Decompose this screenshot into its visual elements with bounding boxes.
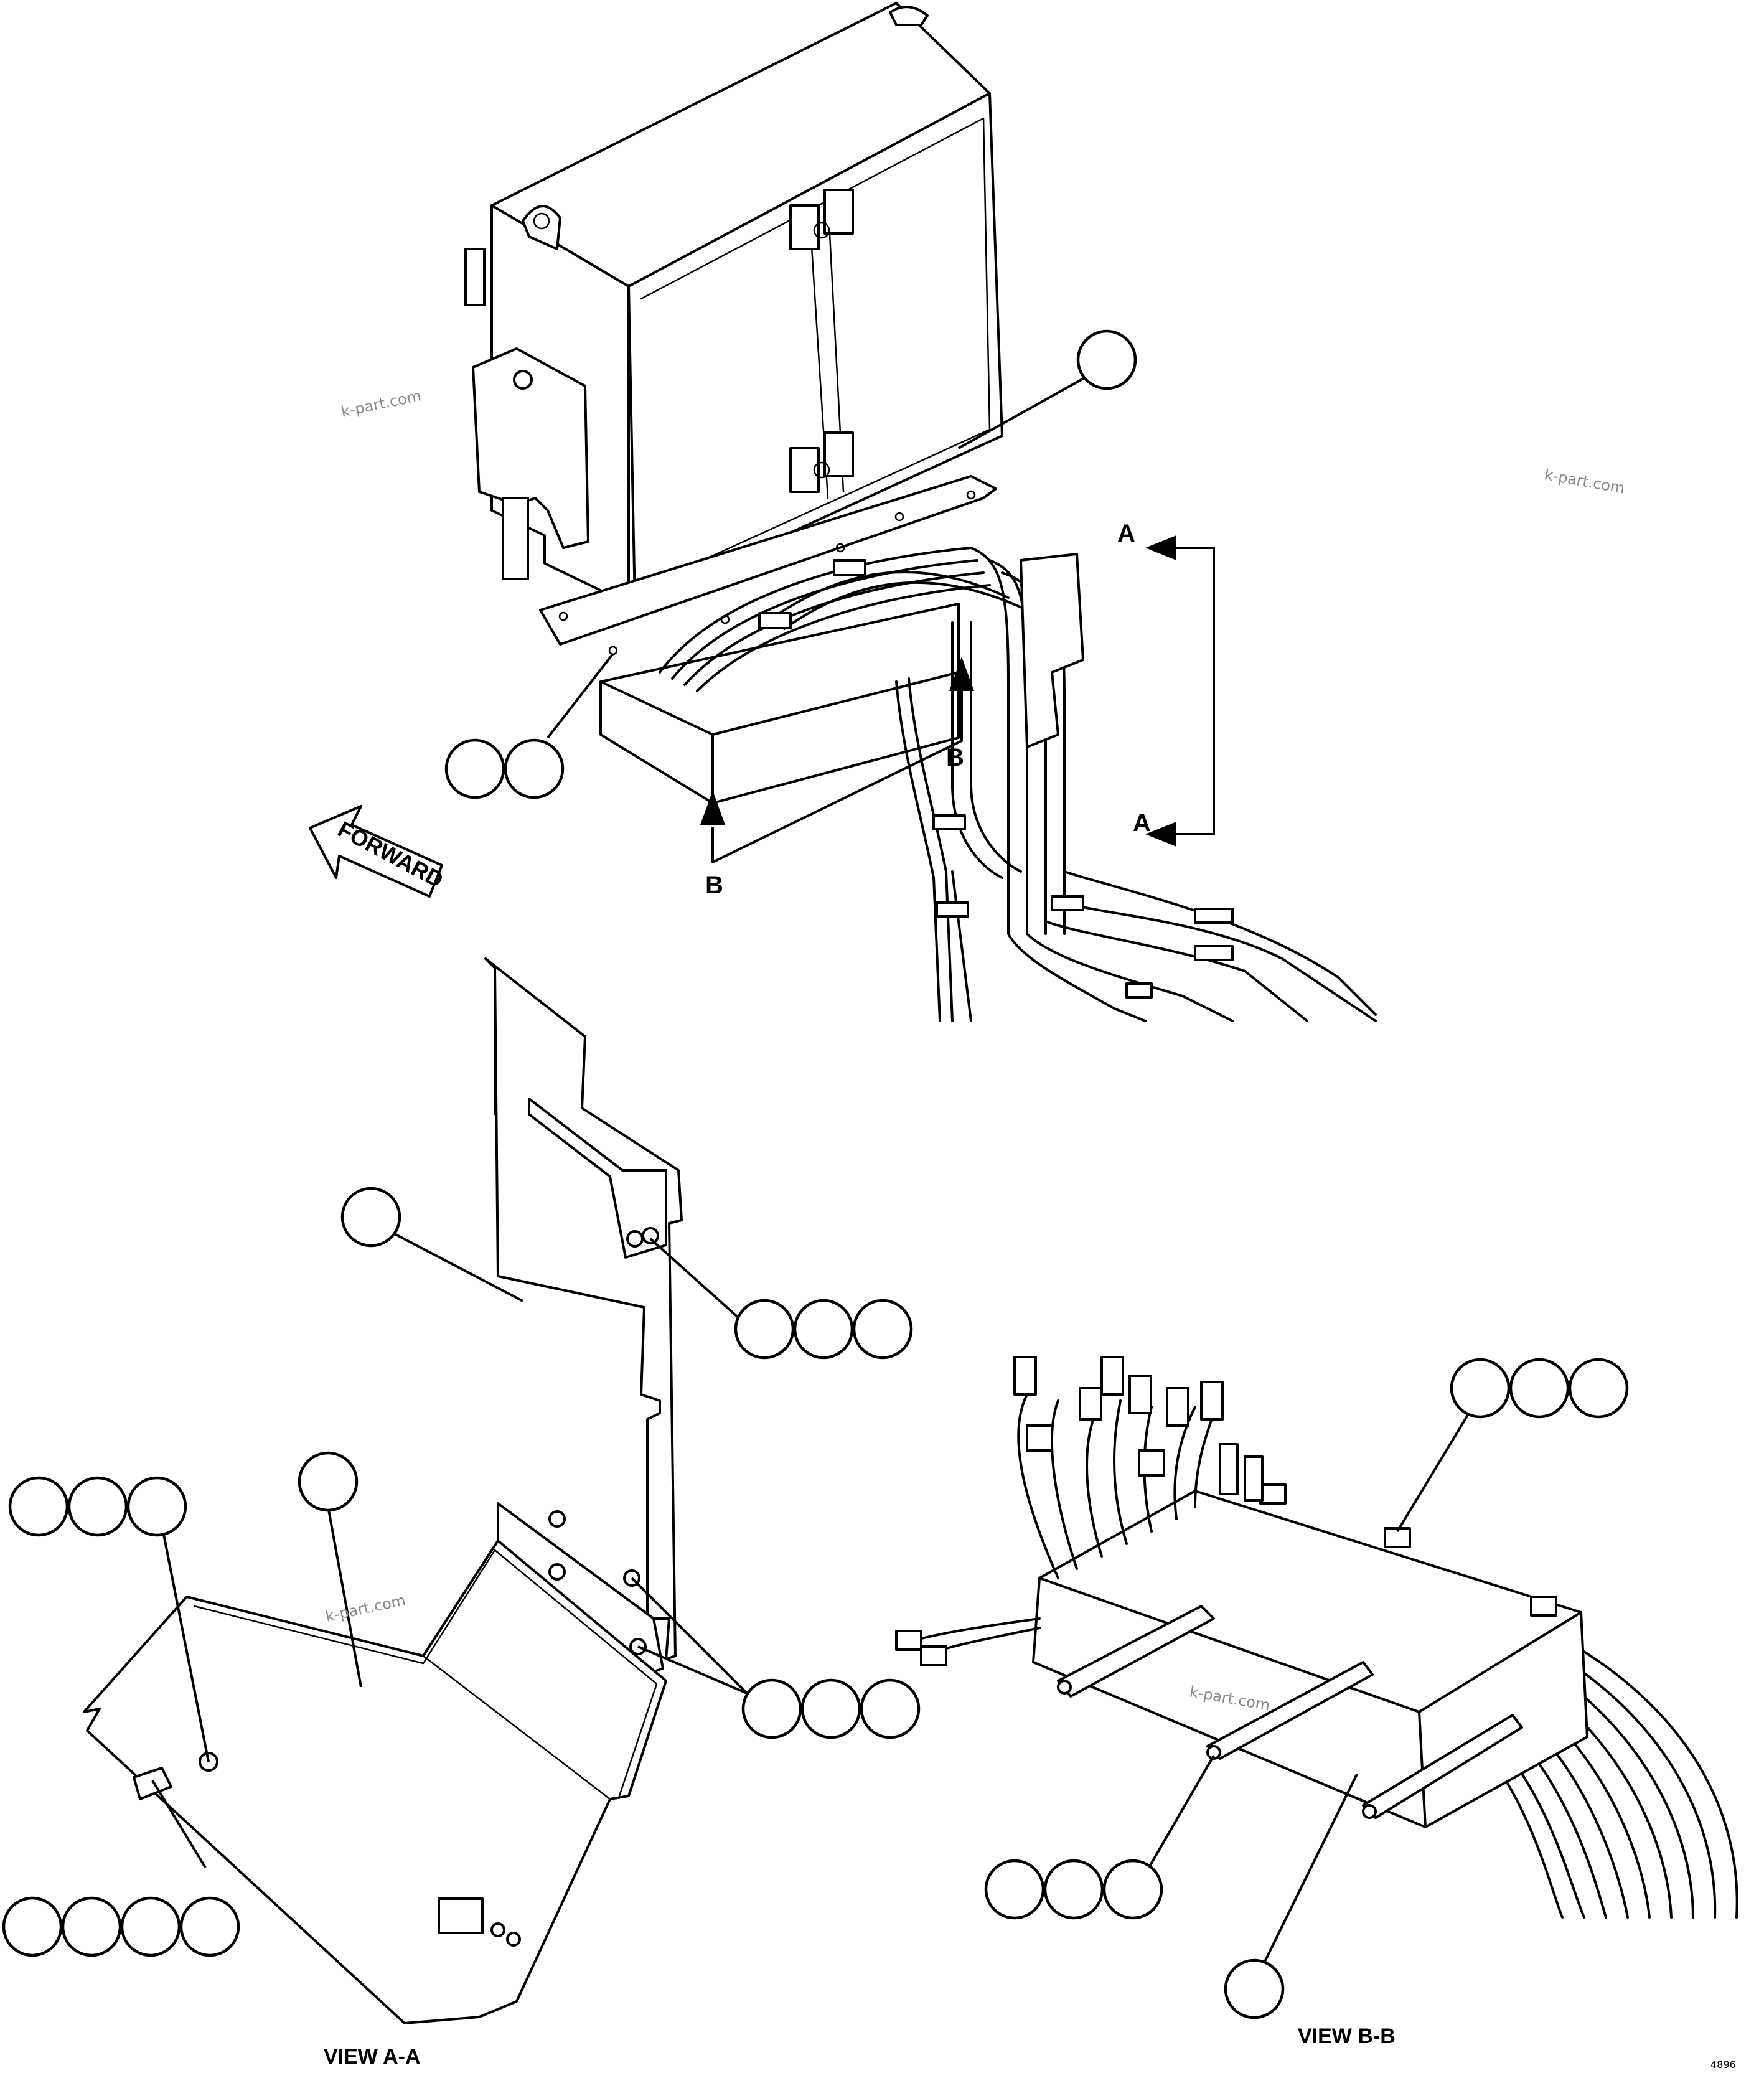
section-arrows-a (1145, 535, 1215, 847)
electrical-cabinet (464, 2, 1003, 656)
section-arrows-b (700, 657, 974, 863)
cable-bundle (659, 547, 1377, 1022)
section-letter-a-bottom: A (1133, 809, 1151, 837)
forward-arrow: FORWARD (309, 805, 448, 898)
door-latch (789, 189, 854, 493)
drawing-code: 4896 (1710, 2059, 1736, 2071)
watermark-1: k-part.com (339, 387, 423, 421)
cable-trunk (599, 603, 960, 804)
callout-bubbles (2, 329, 1629, 2019)
view-b-b-drawing (895, 1356, 1738, 1919)
section-letter-a-top: A (1117, 520, 1135, 547)
watermark-2: k-part.com (1543, 466, 1626, 497)
watermark-3: k-part.com (324, 1591, 407, 1625)
view-a-a-drawing (83, 957, 683, 2024)
section-letter-b-right: B (946, 744, 964, 771)
view-a-a-label: VIEW A-A (324, 2045, 421, 2069)
section-letter-b-left: B (705, 872, 723, 899)
view-b-b-label: VIEW B-B (1298, 2024, 1396, 2048)
